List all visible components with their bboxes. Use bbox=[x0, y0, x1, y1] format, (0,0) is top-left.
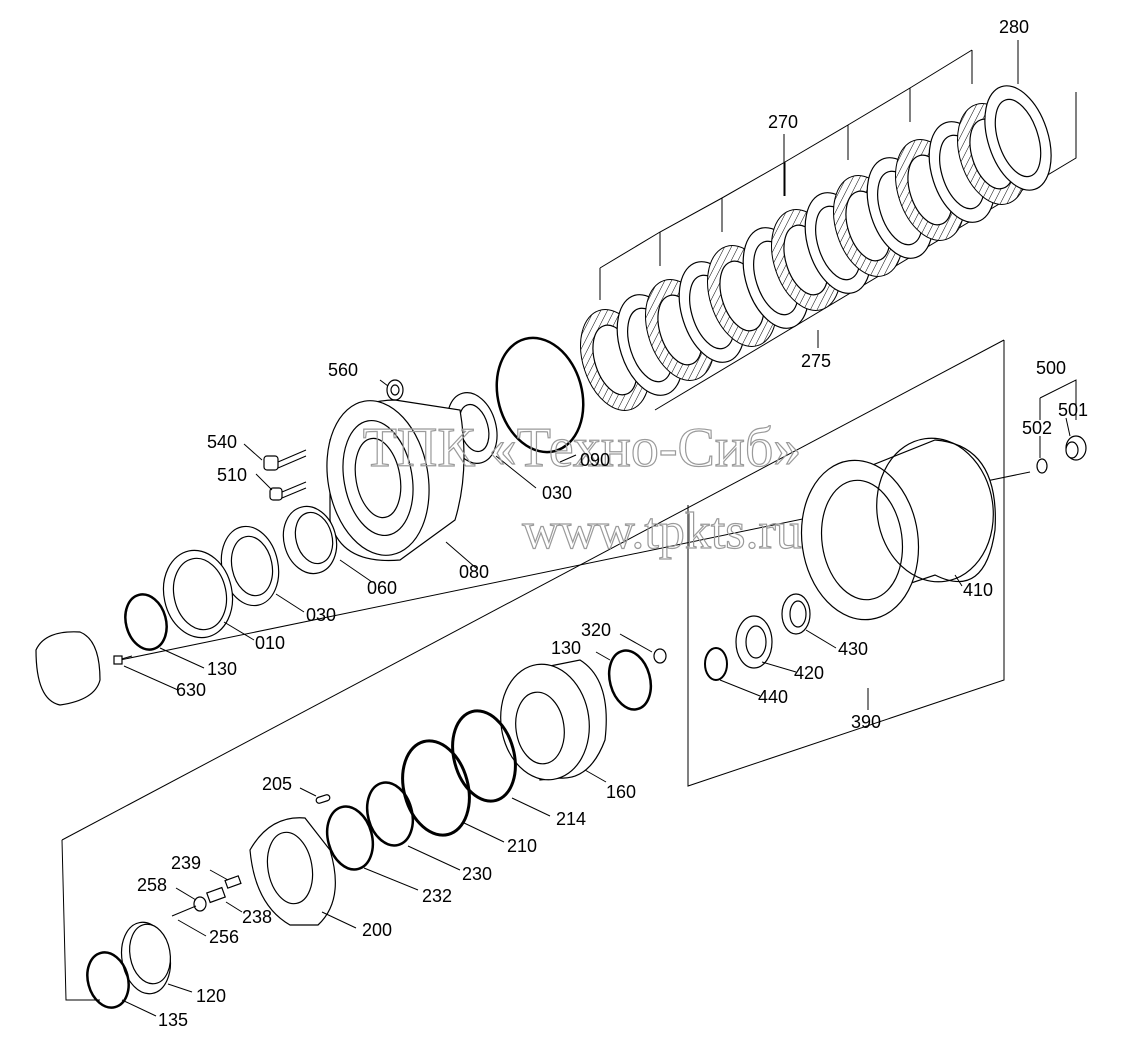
part-label: 275 bbox=[801, 351, 831, 371]
part-label: 210 bbox=[507, 836, 537, 856]
part-label: 390 bbox=[851, 712, 881, 732]
part-number-labels: 280 270 275 500 501 502 560 540 510 090 … bbox=[137, 17, 1088, 1030]
cylinder-200 bbox=[249, 817, 336, 926]
part-label: 410 bbox=[963, 580, 993, 600]
valve-258 bbox=[193, 896, 207, 912]
part-label: 135 bbox=[158, 1010, 188, 1030]
part-label: 540 bbox=[207, 432, 237, 452]
spring-238 bbox=[206, 886, 226, 904]
part-label: 420 bbox=[794, 663, 824, 683]
part-label: 320 bbox=[581, 620, 611, 640]
part-label: 270 bbox=[768, 112, 798, 132]
part-label: 230 bbox=[462, 864, 492, 884]
part-label: 030 bbox=[542, 483, 572, 503]
part-label: 090 bbox=[580, 450, 610, 470]
pin-205 bbox=[315, 794, 331, 804]
clutch-plate-pack bbox=[580, 85, 1052, 411]
part-label: 560 bbox=[328, 360, 358, 380]
part-label: 502 bbox=[1022, 418, 1052, 438]
ring-nut-120 bbox=[120, 921, 172, 995]
watermark-line-1: ТПК «Техно-Сиб» bbox=[363, 417, 802, 479]
circlip-440 bbox=[704, 647, 728, 681]
part-label: 258 bbox=[137, 875, 167, 895]
sleeve-060 bbox=[282, 505, 338, 575]
o-ring-135 bbox=[86, 951, 130, 1009]
part-label: 256 bbox=[209, 927, 239, 947]
bearing-030-lower bbox=[220, 525, 280, 607]
gear-420 bbox=[735, 615, 773, 669]
bolt-510 bbox=[269, 481, 307, 501]
washer-320 bbox=[653, 648, 667, 664]
nut-560 bbox=[386, 379, 404, 401]
needle-bearing-430 bbox=[781, 593, 811, 635]
part-label: 440 bbox=[758, 687, 788, 707]
o-ring-230 bbox=[365, 781, 415, 847]
spring-239 bbox=[224, 875, 242, 889]
part-label: 200 bbox=[362, 920, 392, 940]
ring-502 bbox=[1036, 458, 1048, 474]
part-label: 232 bbox=[422, 886, 452, 906]
drum-410 bbox=[800, 437, 996, 621]
part-label: 280 bbox=[999, 17, 1029, 37]
o-ring-130-right bbox=[607, 649, 653, 711]
plate-14-end bbox=[984, 85, 1052, 191]
hub-630-screw bbox=[35, 631, 133, 706]
seal-010 bbox=[162, 549, 234, 639]
bolt-540 bbox=[263, 449, 307, 471]
part-label: 501 bbox=[1058, 400, 1088, 420]
o-ring-214 bbox=[451, 709, 517, 803]
part-label: 130 bbox=[551, 638, 581, 658]
part-label: 238 bbox=[242, 907, 272, 927]
carrier-080 bbox=[326, 399, 465, 562]
part-label: 160 bbox=[606, 782, 636, 802]
o-ring-130-left bbox=[124, 593, 168, 651]
plug-501 bbox=[1065, 435, 1087, 461]
part-label: 080 bbox=[459, 562, 489, 582]
part-label: 010 bbox=[255, 633, 285, 653]
part-label: 510 bbox=[217, 465, 247, 485]
watermark: ТПК «Техно-Сиб» www.tpkts.ru bbox=[362, 416, 802, 560]
part-label: 214 bbox=[556, 809, 586, 829]
watermark-line-2: www.tpkts.ru bbox=[522, 503, 802, 560]
part-label: 630 bbox=[176, 680, 206, 700]
part-label: 130 bbox=[207, 659, 237, 679]
pin-256 bbox=[171, 905, 197, 917]
part-label: 430 bbox=[838, 639, 868, 659]
part-label: 239 bbox=[171, 853, 201, 873]
piston-160 bbox=[500, 659, 607, 781]
leader-lines bbox=[121, 40, 1071, 1017]
part-label: 060 bbox=[367, 578, 397, 598]
part-label: 205 bbox=[262, 774, 292, 794]
part-label: 030 bbox=[306, 605, 336, 625]
o-ring-232 bbox=[325, 805, 375, 871]
part-label: 500 bbox=[1036, 358, 1066, 378]
part-label: 120 bbox=[196, 986, 226, 1006]
o-ring-090 bbox=[495, 336, 585, 454]
